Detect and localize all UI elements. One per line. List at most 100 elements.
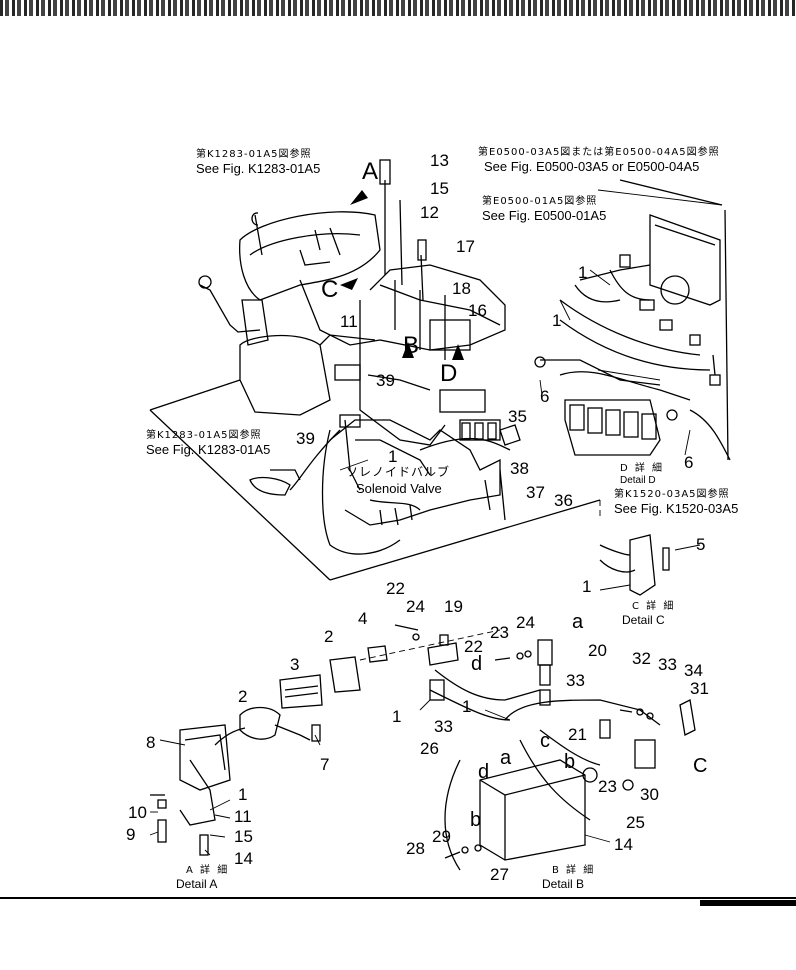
part-20: 20 [588,641,607,660]
part-1-harness-a: 1 [578,263,588,282]
detail-d-connectors-drawing [534,356,731,461]
detail-c-drawing [599,534,670,596]
part-11-detail-a: 11 [234,807,252,826]
part-1-console: 1 [388,447,398,466]
part-2-a: 2 [324,627,334,646]
ref-k1283-mid-jp: 第K1283-01A5図参照 [146,430,262,441]
detail-a-en: Detail A [176,877,218,891]
part-39-b: 39 [296,429,315,448]
detail-d-en: Detail D [620,475,656,486]
part-34: 34 [684,661,703,680]
bottom-rule [0,897,796,899]
detail-c-jp: C 詳 細 [632,601,676,612]
part-18: 18 [452,279,471,298]
detail-b-en: Detail B [542,877,585,891]
bottom-rule-thick [700,900,796,906]
part-26: 26 [420,739,439,758]
ref-e0500-0304-jp: 第E0500-03A5図または第E0500-04A5図参照 [478,147,720,158]
part-1-detail-a: 1 [238,785,248,804]
view-letter-a: A [362,158,379,185]
ref-k1283-top-jp: 第K1283-01A5図参照 [196,149,312,160]
connector-b-1: b [564,751,576,773]
part-7: 7 [320,755,330,774]
leader-lines [149,189,723,856]
part-23-a: 23 [490,623,509,642]
part-33-c: 33 [434,717,453,736]
part-11: 11 [340,312,358,331]
part-1-detail-c: 1 [582,577,592,596]
part-39-a: 39 [376,371,395,390]
ref-k1283-top-en: See Fig. K1283-01A5 [196,161,321,176]
view-letter-c-detail: C [693,755,708,777]
detail-b-jp: B 詳 細 [552,865,596,876]
part-23-b: 23 [598,777,617,796]
detail-a-jp: A 詳 細 [186,865,230,876]
view-letter-d: D [440,360,458,387]
part-31: 31 [690,679,709,698]
control-console-drawing [149,159,601,581]
solenoid-valve-en: Solenoid Valve [356,481,442,496]
detail-a-drawing [150,645,388,856]
ref-e0500-01-jp: 第E0500-01A5図参照 [482,196,598,207]
connector-d-1: d [471,653,483,675]
part-1-detail-b-b: 1 [462,697,472,716]
detail-d-jp: D 詳 細 [620,463,665,474]
phantom-lines [149,379,601,661]
ref-e0500-0304-en: See Fig. E0500-03A5 or E0500-04A5 [484,159,700,174]
part-1-detail-b-a: 1 [392,707,402,726]
part-33-a: 33 [658,655,677,674]
part-14-detail-a: 14 [234,849,253,868]
part-3: 3 [290,655,300,674]
part-17: 17 [456,237,475,256]
part-25: 25 [626,813,645,832]
view-letter-c: C [321,276,339,303]
part-15: 15 [430,179,449,198]
part-37: 37 [526,483,545,502]
connector-a-1: a [572,611,584,633]
part-6-a: 6 [540,387,550,406]
part-4: 4 [358,609,368,628]
part-19: 19 [444,597,463,616]
scan-noise-bar [0,0,796,16]
part-14-detail-b: 14 [614,835,633,854]
part-21: 21 [568,725,587,744]
connector-b-2: b [470,809,482,831]
solenoid-valve-jp: ソレノイドバルブ [346,465,451,479]
part-29: 29 [432,827,451,846]
ref-k1283-mid-en: See Fig. K1283-01A5 [146,442,271,457]
part-13: 13 [430,151,449,170]
ref-k1520-jp: 第K1520-03A5図参照 [614,489,730,500]
view-letter-b: B [403,332,420,359]
connector-c-1: c [540,730,550,752]
view-arrows [340,190,464,360]
part-24-b: 24 [516,613,535,632]
part-16: 16 [468,301,487,320]
part-30: 30 [640,785,659,804]
part-38: 38 [510,459,529,478]
part-6-b: 6 [684,453,694,472]
detail-b-drawing [394,624,696,871]
part-5: 5 [696,535,706,554]
part-22-b: 22 [464,637,483,656]
part-32: 32 [632,649,651,668]
part-8: 8 [146,733,156,752]
part-12: 12 [420,203,439,222]
part-27: 27 [490,865,509,884]
part-24-a: 24 [406,597,425,616]
part-35: 35 [508,407,527,426]
part-36: 36 [554,491,573,510]
part-1-harness-b: 1 [552,311,562,330]
part-22-a: 22 [386,579,405,598]
detail-c-en: Detail C [622,613,665,627]
part-9: 9 [126,825,136,844]
part-28: 28 [406,839,425,858]
connector-a-2: a [500,747,512,769]
ref-k1520-en: See Fig. K1520-03A5 [614,501,739,516]
part-33-b: 33 [566,671,585,690]
ref-e0500-01-en: See Fig. E0500-01A5 [482,208,607,223]
connector-d-2: d [478,761,490,783]
part-10: 10 [128,803,147,822]
part-2-b: 2 [238,687,248,706]
part-15-detail-a: 15 [234,827,253,846]
